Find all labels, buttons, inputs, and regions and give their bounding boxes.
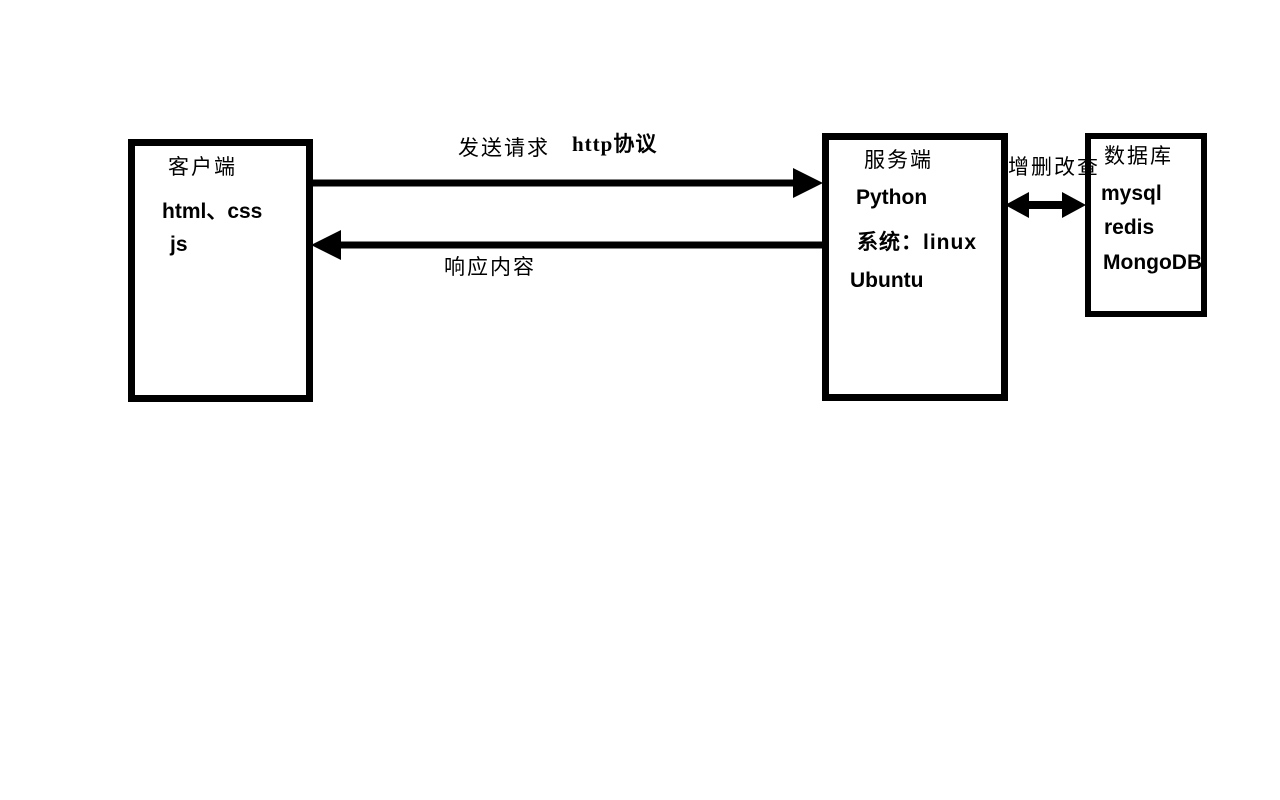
database-box-title: 数据库 [1104,144,1173,168]
response-arrow-label: 响应内容 [444,255,536,279]
database-tech-mongodb: MongoDB [1103,251,1203,274]
request-arrow-label: 发送请求 [458,136,550,160]
http-protocol-label: http协议 [572,132,658,156]
client-tech-js: js [170,233,188,256]
database-box [1085,133,1207,317]
client-box-title: 客户端 [168,155,237,179]
database-tech-mysql: mysql [1101,182,1162,205]
database-tech-redis: redis [1104,216,1155,239]
client-box [128,139,313,402]
client-tech-html-css: html、css [162,200,263,223]
server-os-linux: 系统：linux [857,231,978,254]
server-box [822,133,1008,401]
server-os-ubuntu: Ubuntu [850,269,924,292]
response-arrow-left-icon [311,230,824,260]
crud-double-arrow-icon [1005,192,1086,218]
server-tech-python: Python [856,186,928,209]
crud-arrow-label: 增删改查 [1008,155,1100,179]
request-arrow-right-icon [308,168,823,198]
server-box-title: 服务端 [864,148,933,172]
